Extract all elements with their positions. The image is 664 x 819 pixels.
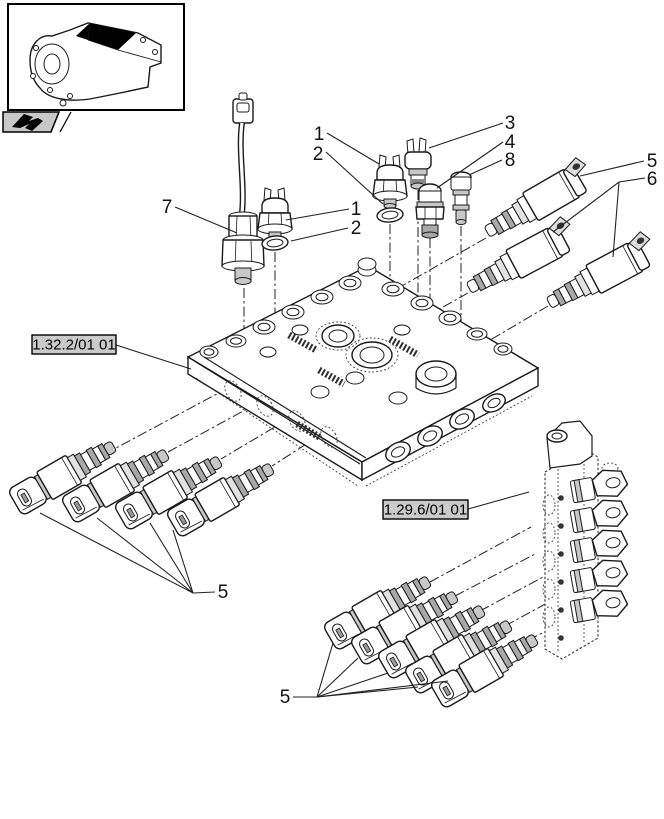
- pressure-switch-item1-left: [257, 187, 293, 243]
- callout-7[interactable]: 7: [162, 197, 173, 218]
- callout-2-left[interactable]: 2: [351, 218, 362, 239]
- callout-1-top[interactable]: 1: [314, 124, 325, 145]
- sensor-item4: [415, 183, 445, 239]
- callout-6[interactable]: 6: [647, 169, 658, 190]
- callout-4[interactable]: 4: [505, 132, 516, 153]
- sensor-7-pressure-sensor-with-cable: [221, 92, 265, 285]
- thumbnail-box[interactable]: [7, 3, 185, 111]
- valve-body: [186, 257, 540, 487]
- ref-box-1322-label[interactable]: 1.32.2/01 01: [32, 337, 115, 354]
- callouts: 7 1 2 1 2 3 4 8 5 6 5 5: [162, 113, 658, 708]
- callout-1-left[interactable]: 1: [351, 199, 362, 220]
- nav-tab[interactable]: [2, 111, 72, 133]
- ref-box-1296[interactable]: 1.29.6/01 01: [382, 499, 469, 520]
- oring-item2-center: [375, 205, 405, 225]
- callout-2-top[interactable]: 2: [313, 144, 324, 165]
- sensor-item8: [450, 171, 472, 225]
- solenoid-valve-item5-top-right: [476, 154, 599, 247]
- callout-8[interactable]: 8: [505, 150, 516, 171]
- solenoid-group-bottom-middle: [321, 566, 545, 711]
- ref-box-1296-label[interactable]: 1.29.6/01 01: [384, 502, 467, 519]
- solenoid-manifold: [542, 420, 629, 660]
- callout-3[interactable]: 3: [505, 113, 516, 134]
- sensor-item3: [404, 137, 432, 190]
- transmission-thumbnail-image: [29, 22, 162, 107]
- callout-5-bottom-left[interactable]: 5: [218, 582, 229, 603]
- return-arrow-icon: [12, 114, 43, 131]
- leader-lines: [39, 122, 646, 698]
- callout-5-bottom-middle[interactable]: 5: [280, 687, 291, 708]
- callout-5-top-right[interactable]: 5: [647, 151, 658, 172]
- oring-item2-left: [260, 233, 290, 253]
- ref-box-1322[interactable]: 1.32.2/01 01: [31, 334, 117, 355]
